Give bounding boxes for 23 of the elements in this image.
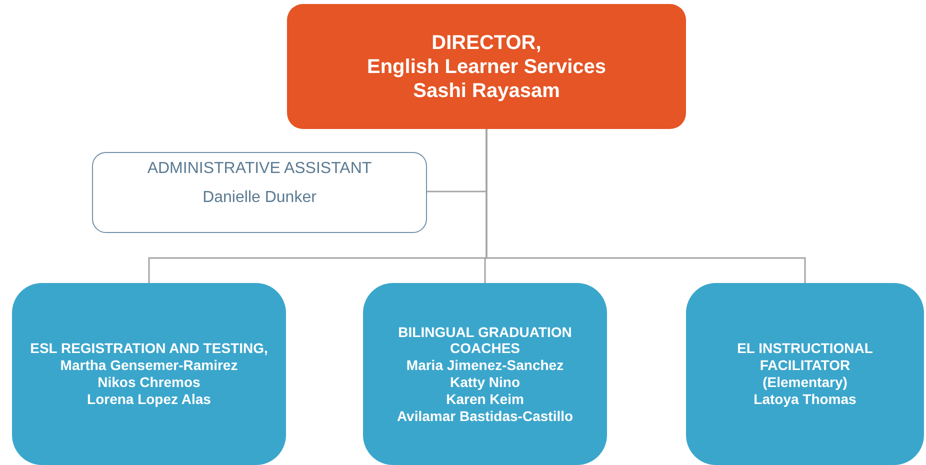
director-box bbox=[287, 4, 686, 129]
staff-name: Nikos Chremos bbox=[98, 374, 200, 391]
role-title: DIRECTOR, bbox=[432, 30, 542, 54]
role-title: BILINGUAL GRADUATION COACHES bbox=[397, 324, 573, 358]
staff-name: Sashi Rayasam bbox=[413, 78, 560, 102]
staff-name: Katty Nino bbox=[450, 374, 520, 391]
role-title: ESL REGISTRATION AND TESTING, bbox=[30, 340, 268, 358]
role-title: ADMINISTRATIVE ASSISTANT bbox=[147, 159, 372, 178]
department-box bbox=[686, 283, 924, 465]
staff-name: English Learner Services bbox=[366, 54, 606, 78]
staff-name: Lorena Lopez Alas bbox=[87, 390, 211, 408]
staff-name: Danielle Dunker bbox=[202, 188, 316, 208]
department-box bbox=[12, 283, 286, 465]
staff-name: Karen Keim bbox=[446, 390, 524, 408]
staff-name: Maria Jimenez-Sanchez bbox=[406, 357, 564, 374]
connector-line bbox=[486, 129, 806, 283]
staff-name: (Elementary) bbox=[762, 374, 848, 391]
staff-name: Latoya Thomas bbox=[754, 390, 856, 408]
staff-name: Avilamar Bastidas-Castillo bbox=[396, 408, 574, 424]
role-title: EL INSTRUCTIONAL FACILITATOR bbox=[736, 340, 874, 374]
assistant-box bbox=[92, 152, 427, 233]
staff-name: Martha Gensemer-Ramirez bbox=[60, 357, 238, 374]
department-box bbox=[363, 283, 607, 465]
